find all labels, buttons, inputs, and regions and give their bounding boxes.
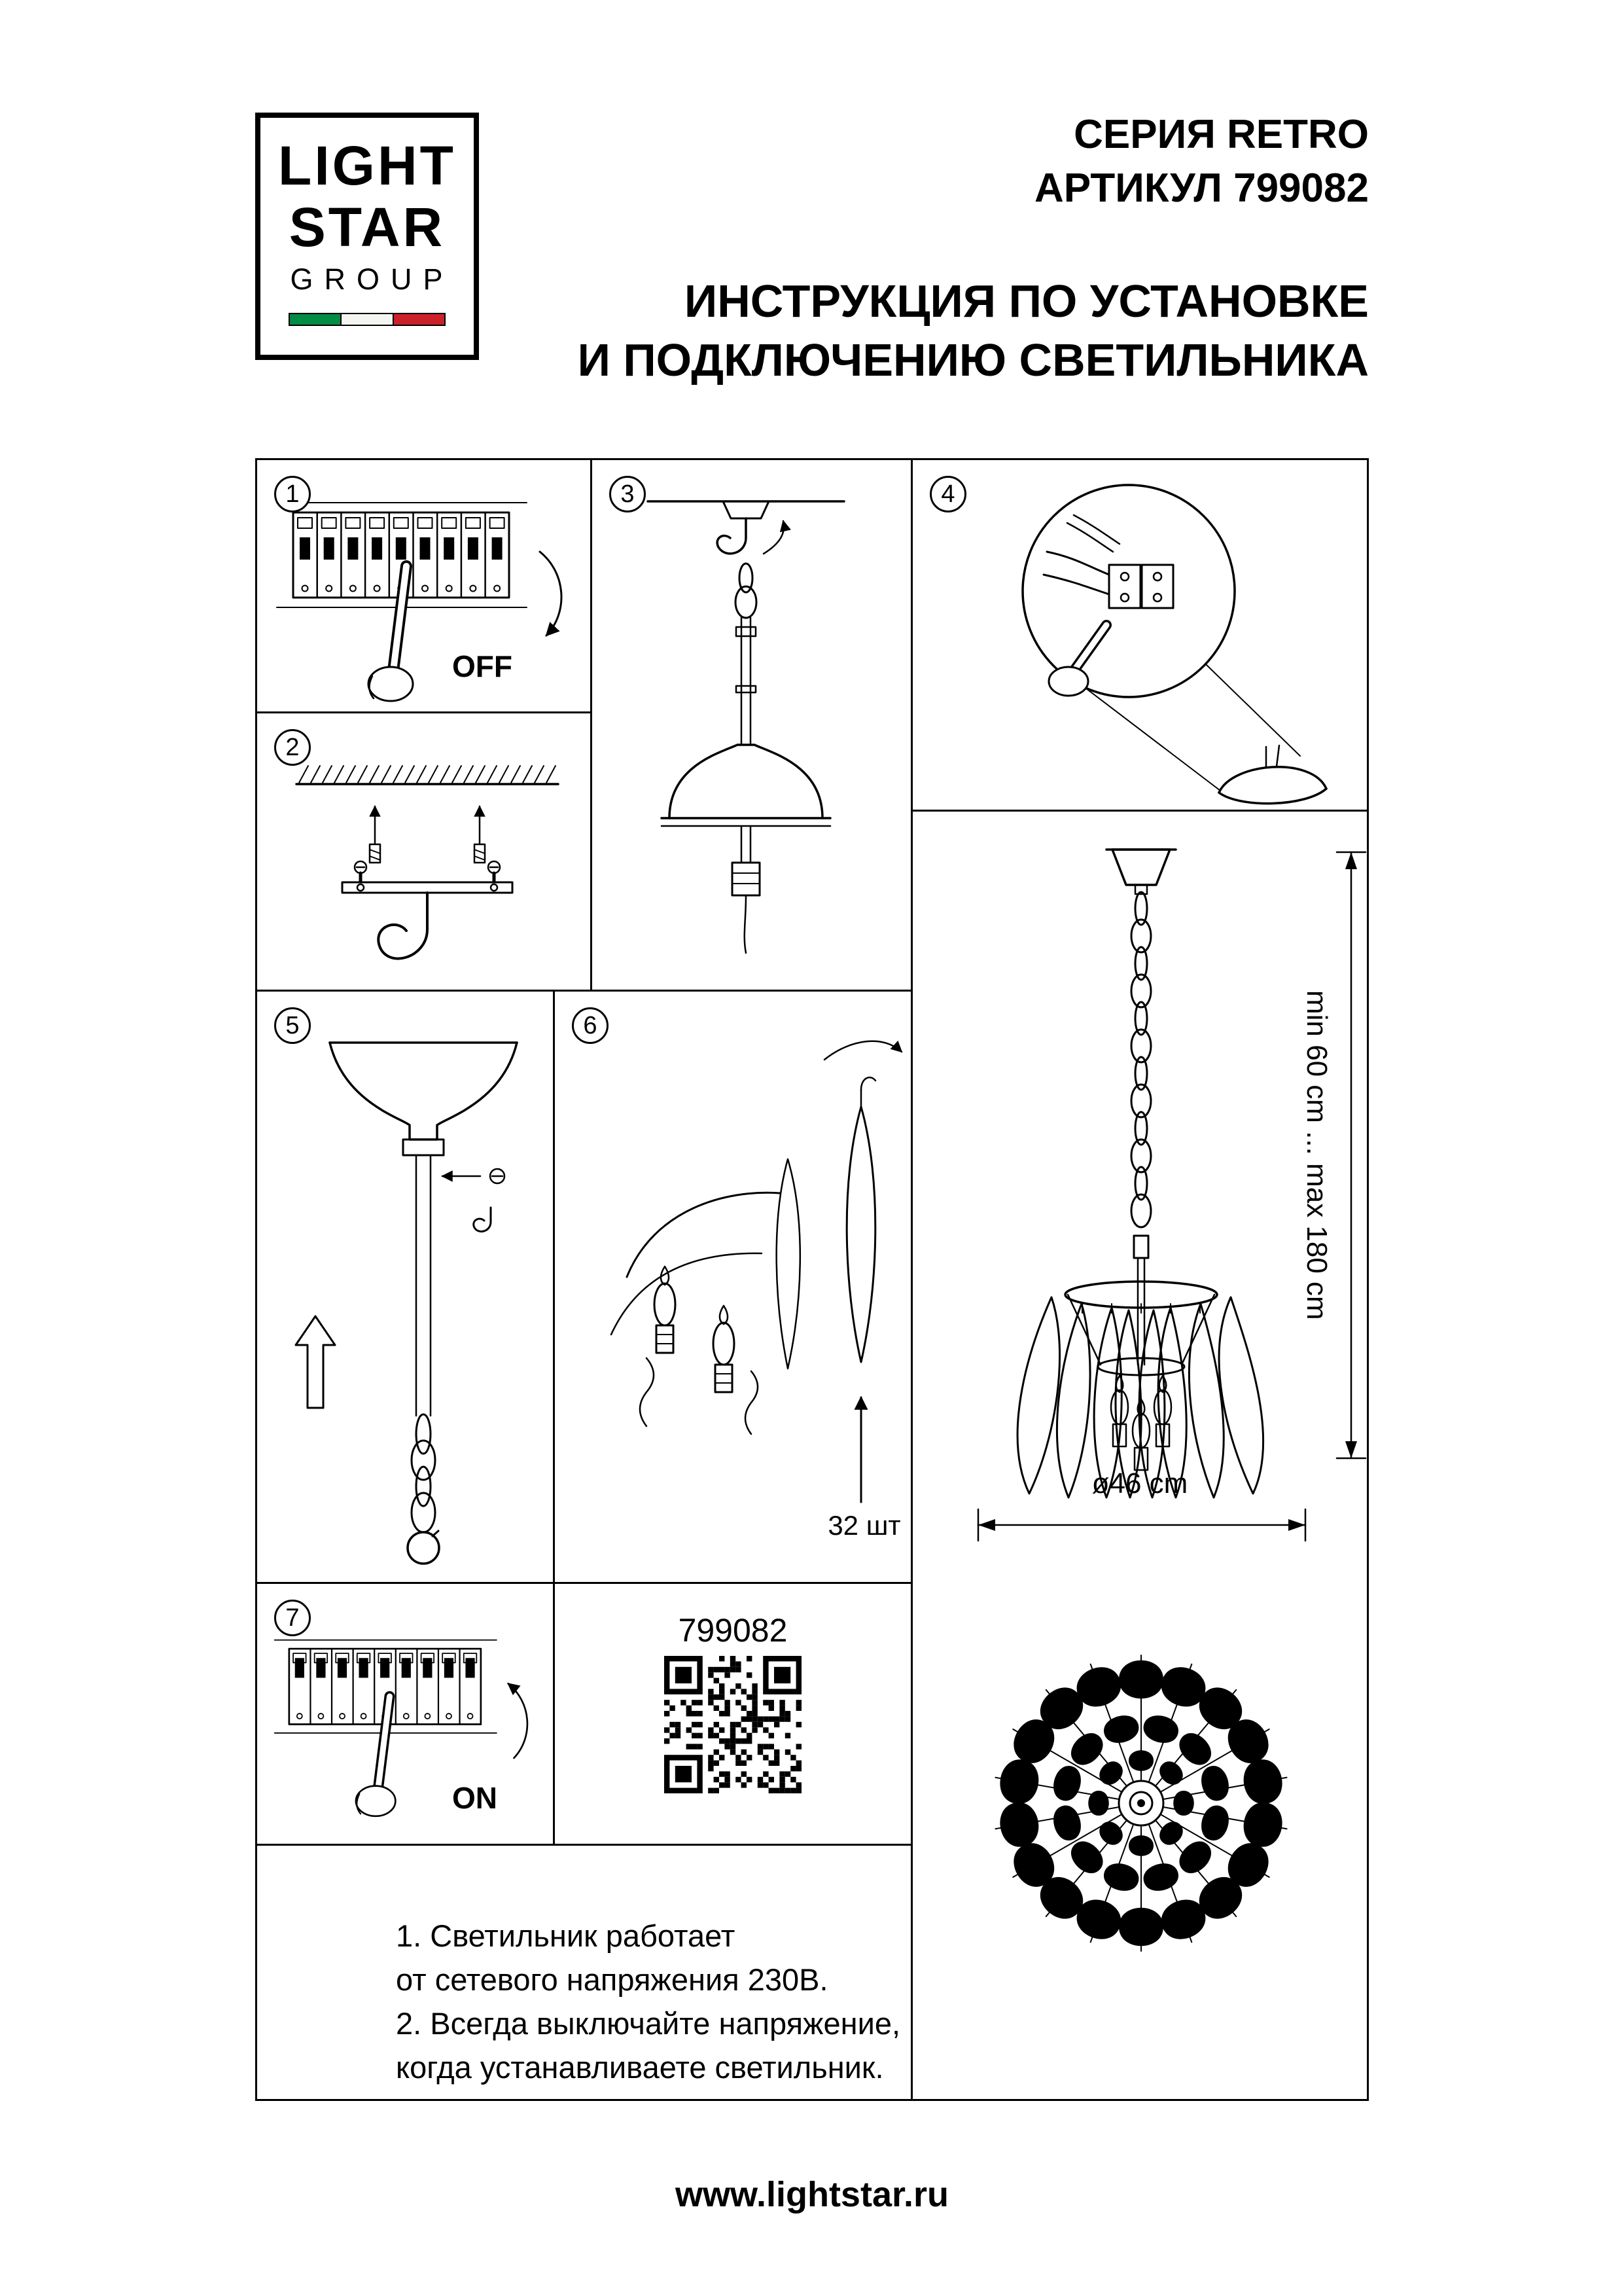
step-number-4-text: 4 [941, 480, 955, 508]
quantity-label: 32 шт [828, 1510, 901, 1541]
step-number-4: 4 [930, 476, 966, 512]
lightstar-logo: LIGHT STAR GROUP [255, 113, 479, 360]
step-number-7: 7 [274, 1600, 311, 1636]
step-number-1: 1 [274, 476, 311, 512]
page-title-line2: И ПОДКЛЮЧЕНИЮ СВЕТИЛЬНИКА [577, 334, 1369, 386]
note-line-2: от сетевого напряжения 230В. [396, 1962, 828, 1997]
note-line-4: когда устанавливаете светильник. [396, 2050, 884, 2085]
step-number-2-text: 2 [285, 733, 300, 761]
step-panel-3: 3 [590, 458, 913, 992]
step-number-2: 2 [274, 729, 311, 766]
step-number-3: 3 [609, 476, 646, 512]
website-url: www.lightstar.ru [675, 2175, 949, 2214]
chandelier-drawing [977, 848, 1367, 1952]
flag-red-segment [393, 314, 444, 325]
step-number-6: 6 [572, 1007, 609, 1044]
safety-notes: 1. Светильник работает от сетевого напря… [396, 1914, 900, 2089]
diameter-label: ø46 cm [1091, 1467, 1188, 1499]
circuit-breaker-off-drawing [276, 502, 563, 702]
logo-word-light: LIGHT [278, 135, 456, 196]
italy-flag-stripe [289, 313, 446, 326]
height-range-label: min 60 cm ... max 180 cm [1301, 990, 1333, 1320]
logo-word-star: STAR [289, 196, 446, 258]
flag-white-segment [342, 314, 393, 325]
ceiling-mount-drawing [295, 765, 559, 960]
wiring-detail-drawing [1021, 484, 1328, 805]
logo-word-group: GROUP [290, 262, 454, 296]
page-title-line1: ИНСТРУКЦИЯ ПО УСТАНОВКЕ [684, 276, 1369, 327]
note-line-1: 1. Светильник работает [396, 1918, 735, 1953]
step-panel-7: 7 ON [255, 1582, 555, 1846]
step-number-7-text: 7 [285, 1604, 300, 1632]
series-title: СЕРИЯ RETRO [1074, 112, 1369, 157]
step-number-3-text: 3 [620, 480, 635, 508]
step-panel-4: 4 [911, 458, 1369, 812]
note-line-3: 2. Всегда выключайте напряжение, [396, 2006, 901, 2041]
step-number-5: 5 [274, 1007, 311, 1044]
qr-article-label: 799082 [678, 1612, 788, 1649]
step-number-5-text: 5 [285, 1011, 300, 1039]
step-number-1-text: 1 [285, 480, 300, 508]
qr-code [664, 1656, 802, 1793]
chandelier-panel: ø46 cm min 60 cm ... max 180 cm [911, 810, 1369, 2101]
qr-panel: 799082 [553, 1582, 913, 1846]
step-panel-6: 6 32 шт [553, 990, 913, 1584]
canopy-rod-drawing [294, 1041, 518, 1565]
flag-green-segment [290, 314, 341, 325]
off-label: OFF [452, 649, 512, 683]
notes-panel: 1. Светильник работает от сетевого напря… [255, 1844, 913, 2101]
circuit-breaker-on-drawing [274, 1639, 529, 1818]
step-panel-5: 5 [255, 990, 555, 1584]
step-number-6-text: 6 [583, 1011, 597, 1039]
step-panel-1: 1 OFF [255, 458, 592, 713]
article-number: АРТИКУЛ 799082 [1034, 166, 1369, 211]
step-panel-2: 2 [255, 711, 592, 992]
shades-bulbs-drawing [610, 1040, 903, 1503]
hook-canopy-drawing [646, 500, 845, 954]
on-label: ON [452, 1781, 497, 1815]
